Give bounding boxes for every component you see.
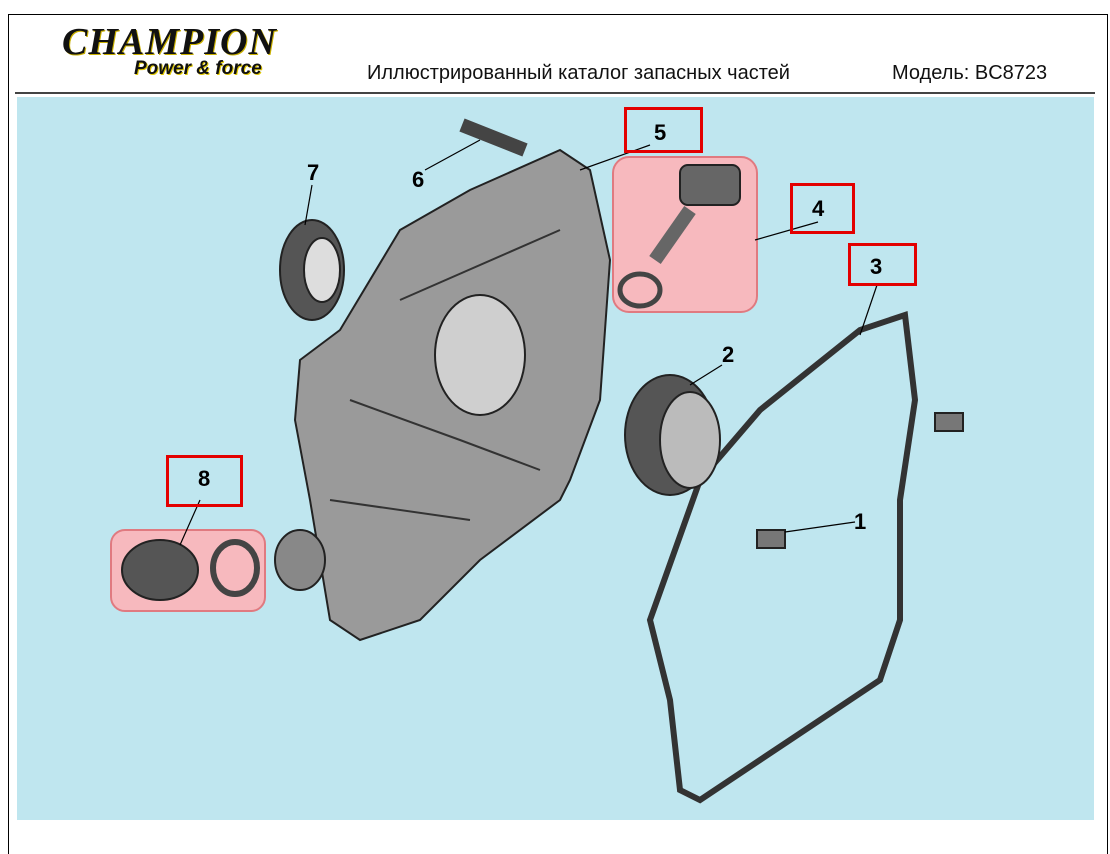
filler-cap <box>121 539 199 601</box>
callout-7: 7 <box>307 160 320 185</box>
callout-2: 2 <box>722 342 735 367</box>
callout-box-5 <box>624 107 703 153</box>
callout-4: 4 <box>812 196 825 221</box>
callout-1: 1 <box>854 509 867 534</box>
callout-box-4 <box>790 183 855 234</box>
callout-3: 3 <box>870 254 883 279</box>
dowel-pin <box>756 529 786 549</box>
bolt <box>459 118 528 157</box>
brand-name: CHAMPION <box>62 21 277 63</box>
gasket <box>646 310 919 804</box>
callout-5: 5 <box>654 120 667 145</box>
catalog-page <box>8 14 1108 854</box>
model-label: Модель: BC8723 <box>892 62 1048 84</box>
brand-tagline: Power & force <box>134 58 262 79</box>
page-title: Иллюстрированный каталог запасных частей <box>367 62 790 84</box>
header-divider <box>15 92 1095 94</box>
callout-box-3 <box>848 243 917 286</box>
callout-8: 8 <box>198 466 211 491</box>
dipstick <box>679 164 741 206</box>
exploded-diagram: 1 2 3 4 5 6 7 8 <box>17 97 1094 820</box>
champion-logo: CHAMPION Power & force <box>62 20 302 82</box>
callout-6: 6 <box>412 167 425 192</box>
callout-box-8 <box>166 455 243 507</box>
parts-illustration <box>110 118 964 804</box>
